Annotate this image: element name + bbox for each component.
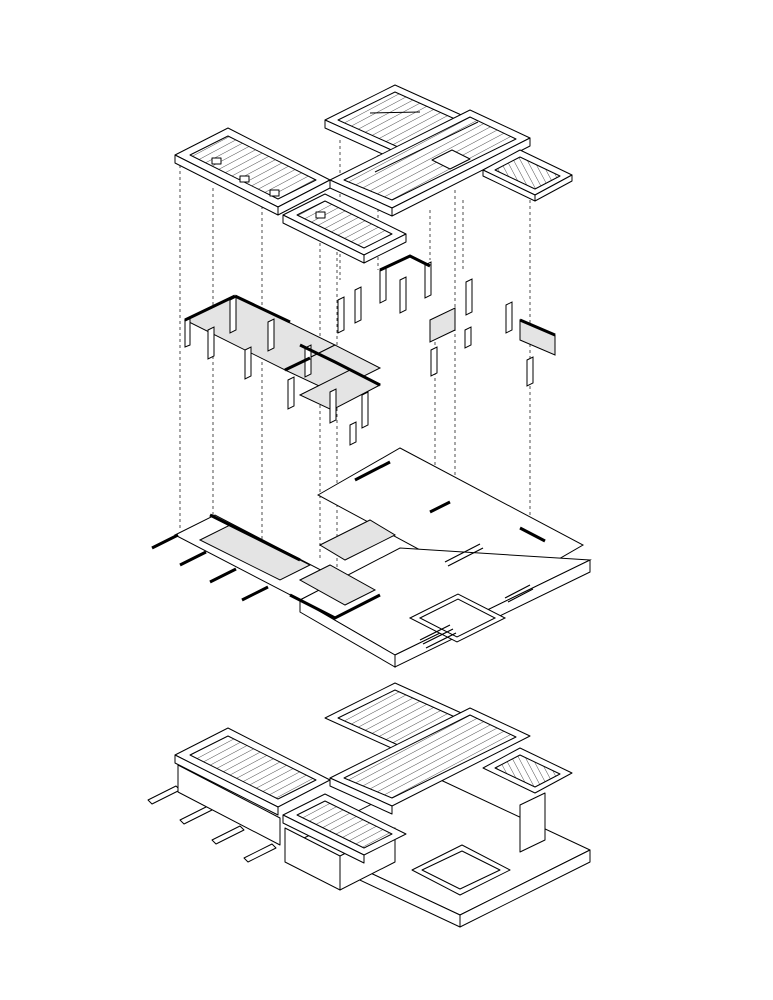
roof-layer — [174, 84, 573, 264]
hip-roof-left-wing — [174, 127, 331, 216]
skylight — [431, 149, 471, 170]
roof-vents — [211, 157, 280, 197]
assembled-model — [147, 682, 591, 928]
interior-walls-left-wing — [184, 296, 337, 424]
assembled-roofs — [174, 682, 573, 864]
interior-walls-center — [337, 261, 432, 429]
floor-plan-layer — [151, 447, 592, 668]
beam-projections — [151, 533, 269, 602]
floor-walls — [209, 460, 546, 620]
assembled-walls — [177, 764, 546, 891]
shaded-rooms — [198, 519, 397, 606]
freestanding-columns — [349, 278, 534, 446]
wall-layer — [183, 254, 556, 446]
swimming-pool — [408, 593, 507, 643]
terrace-stairs — [419, 543, 534, 649]
thick-wall-lines — [184, 254, 556, 387]
shaded-wall-panels — [183, 295, 556, 411]
hip-roof-main-hall — [329, 109, 531, 217]
hip-roof-front-block — [282, 193, 407, 264]
pergola-grid — [482, 149, 573, 202]
